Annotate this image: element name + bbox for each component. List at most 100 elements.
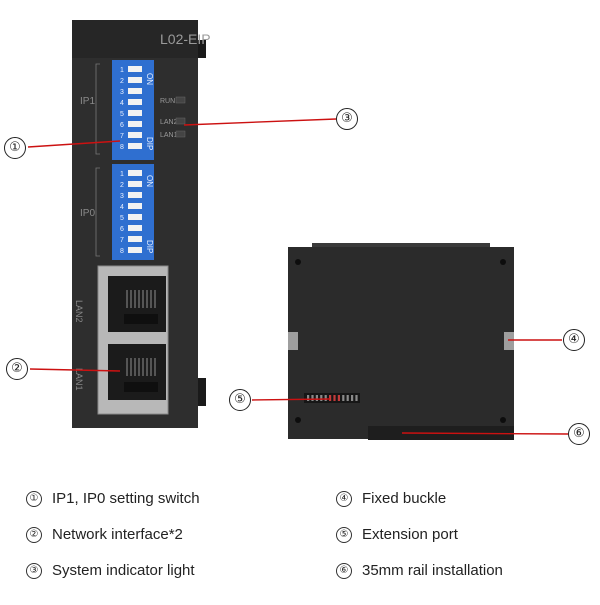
lan1-label: LAN1 (74, 368, 84, 391)
buckle-right (504, 332, 514, 350)
indicator-run-led (175, 96, 186, 104)
dip-lever (128, 181, 142, 187)
ext-pin (307, 395, 310, 401)
callout-5: ⑤ (229, 389, 251, 411)
dip-number: 6 (120, 122, 124, 129)
ext-pin (329, 395, 332, 401)
ip0-bracket (95, 167, 100, 257)
dip-lever (128, 88, 142, 94)
port-latch (124, 382, 158, 392)
port-pin (130, 358, 132, 376)
dip-number: 8 (120, 144, 124, 151)
dip-lever (128, 170, 142, 176)
top-clip (196, 40, 206, 58)
dip-switch-ip0 (112, 164, 154, 260)
dip-number: 4 (120, 100, 124, 107)
ip0-label: IP0 (80, 208, 95, 219)
ext-pin (320, 395, 323, 401)
port-pin (142, 358, 144, 376)
dip-number: 7 (120, 237, 124, 244)
dip-number: 7 (120, 133, 124, 140)
callout-3: ③ (336, 108, 358, 130)
callout-1: ① (4, 137, 26, 159)
dip-lever (128, 236, 142, 242)
port-pin (154, 358, 156, 376)
port-pin (134, 358, 136, 376)
lan2-label: LAN2 (74, 300, 84, 323)
ext-pin (311, 395, 314, 401)
buckle-left (288, 332, 298, 350)
port-pin (150, 358, 152, 376)
dip-lever (128, 132, 142, 138)
ip1-label: IP1 (80, 96, 95, 107)
dip-lever (128, 214, 142, 220)
screw-tl (295, 259, 301, 265)
callout-2: ② (6, 358, 28, 380)
extension-port (304, 393, 360, 403)
leader-5 (251, 398, 331, 401)
callout-4: ④ (563, 329, 585, 351)
dip-lever (128, 77, 142, 83)
port-pin (138, 358, 140, 376)
side-housing (288, 247, 514, 439)
port-pin (134, 290, 136, 308)
dip-number: 1 (120, 67, 124, 74)
dip-lever (128, 192, 142, 198)
dip-lever (128, 99, 142, 105)
leader-3 (183, 118, 337, 126)
indicator-lan1-led (175, 130, 186, 138)
ip0-dip-label: DIP (145, 240, 154, 253)
dip-lever (128, 110, 142, 116)
dip-number: 3 (120, 193, 124, 200)
dip-lever (128, 203, 142, 209)
side-module (288, 243, 514, 440)
dip-number: 8 (120, 248, 124, 255)
port-pin (126, 290, 128, 308)
screw-tr (500, 259, 506, 265)
port-latch (124, 314, 158, 324)
top-cap (72, 20, 198, 58)
dip-number: 3 (120, 89, 124, 96)
bottom-clip (196, 378, 206, 406)
port-pin (142, 290, 144, 308)
port-pin (146, 358, 148, 376)
dip-lever (128, 121, 142, 127)
dip-number: 5 (120, 215, 124, 222)
port-pin (130, 290, 132, 308)
dip-lever (128, 247, 142, 253)
dip-number: 6 (120, 226, 124, 233)
ip1-on-label: ON (145, 73, 154, 85)
ip1-dip-label: DIP (145, 137, 154, 150)
ext-pin (346, 395, 349, 401)
dip-lever (128, 66, 142, 72)
ip1-bracket (95, 63, 100, 155)
ext-pin (342, 395, 345, 401)
callout-6: ⑥ (568, 423, 590, 445)
ext-pin (351, 395, 354, 401)
ext-pin (315, 395, 318, 401)
ip0-on-label: ON (145, 175, 154, 187)
indicator-run-label: RUN (160, 98, 175, 105)
leader-1 (27, 140, 121, 148)
dip-number: 2 (120, 78, 124, 85)
port-pin (154, 290, 156, 308)
indicator-lan2-led (175, 117, 186, 125)
indicator-lan1-label: LAN1 (160, 132, 178, 139)
leader-lines (27, 118, 569, 435)
indicator-lan2-label: LAN2 (160, 119, 178, 126)
model-label: L02-EIP (160, 31, 211, 47)
ext-pin (333, 395, 336, 401)
port-pin (150, 290, 152, 308)
dip-number: 1 (120, 171, 124, 178)
screw-bl (295, 417, 301, 423)
dip-number: 5 (120, 111, 124, 118)
port-pin (146, 290, 148, 308)
port-pin (138, 290, 140, 308)
screw-br (500, 417, 506, 423)
ext-pin (337, 395, 340, 401)
dip-lever (128, 143, 142, 149)
ext-pin (324, 395, 327, 401)
